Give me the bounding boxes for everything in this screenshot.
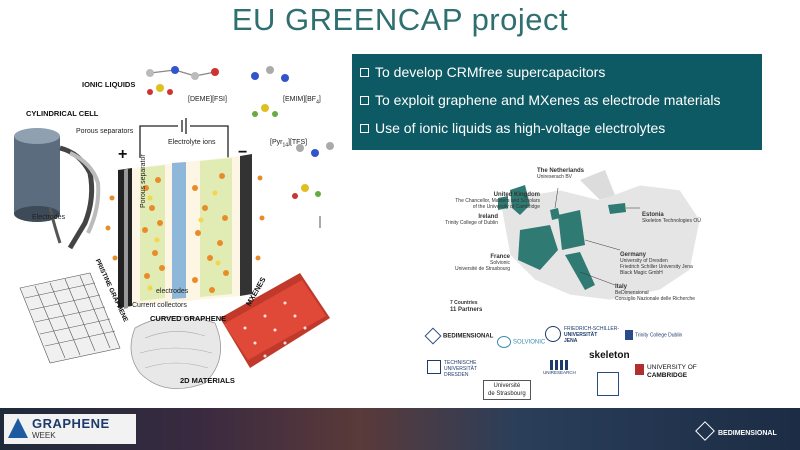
bedimensional-footer-icon [695,420,715,441]
bedimensional-logo: BEDIMENSIONAL [424,327,493,345]
graphene-week-icon [8,418,28,438]
italy-shape [565,252,595,290]
cylindrical-cell-label: CYLINDRICAL CELL [26,109,99,118]
unireserach-logo: UNIRESEARCH [543,360,576,375]
footer-bedimensional-logo: BEDIMENSIONAL [695,420,777,441]
cylindrical-cell-icon [14,128,101,250]
checkbox-icon [360,96,369,105]
cambridge-shield-icon [635,364,644,375]
checkbox-icon [360,68,369,77]
electrolyte-ions-label: Electrolyte ions [168,139,216,146]
deme-label: [DEME][FSI] [188,96,227,103]
objective-item: To exploit graphene and MXenes as electr… [360,90,754,111]
minus-sign: − [238,144,248,161]
pyr-label: [Pyr14][TFS] [270,139,308,149]
trinity-shield-icon [625,330,633,340]
germany-shape [558,210,585,250]
cnr-logo-icon [597,372,619,396]
ionic-liquids-label: IONIC LIQUIDS [82,80,136,89]
porous-separator-label: Porous separator [140,154,147,208]
france-shape [518,225,558,270]
diagram-graphics [14,66,334,389]
tud-icon [427,360,441,374]
mxenes-structure [220,273,330,368]
footer-banner: GRAPHENE WEEK BEDIMENSIONAL [0,408,800,450]
2d-materials-label: 2D MATERIALS [180,376,235,385]
uk-shape [510,185,530,215]
unireserach-icon [550,360,569,370]
partners-total: 11 Partners [450,307,483,313]
jena-seal-icon [545,326,561,342]
checkbox-icon [360,124,369,133]
europe-map [498,170,701,301]
ionic-liquid-molecules [146,66,334,199]
solvionic-icon [497,336,511,348]
partner-logos: BEDIMENSIONAL SOLVIONIC FRIEDRICH-SCHILL… [424,322,725,404]
curved-graphene-label: CURVED GRAPHENE [150,314,227,323]
porous-separators-label: Porous separators [76,128,134,135]
emim-label: [EMIM][BF4] [283,96,321,106]
electrodes-left-label: Electrodes [32,214,66,221]
skeleton-logo: skeleton [589,350,630,361]
solvionic-logo: SOLVIONIC [497,336,545,348]
objectives-box: To develop CRMfree supercapacitors To ex… [352,54,762,150]
ireland-shape [498,196,508,210]
electrodes-label: electrodes [156,288,189,295]
pristine-graphene-sheet [19,272,121,364]
trinity-logo: Trinity College Dublin [625,330,682,340]
graphene-week-logo: GRAPHENE WEEK [4,414,136,444]
bedimensional-icon [424,327,442,345]
supercapacitor-diagram: IONIC LIQUIDS [DEME][FSI] [EMIM][BF4] [P… [0,58,345,403]
plus-sign: + [118,146,128,163]
objective-item: Use of ionic liquids as high-voltage ele… [360,118,754,139]
netherlands-shape [550,208,560,220]
curved-graphene-sheet [130,316,221,389]
partners-count: 7 Countries [450,300,478,306]
estonia-shape [608,203,626,214]
current-collectors-label: Current collectors [132,302,187,309]
objective-item: To develop CRMfree supercapacitors [360,62,754,83]
slide-title: EU GREENCAP project [231,2,569,37]
